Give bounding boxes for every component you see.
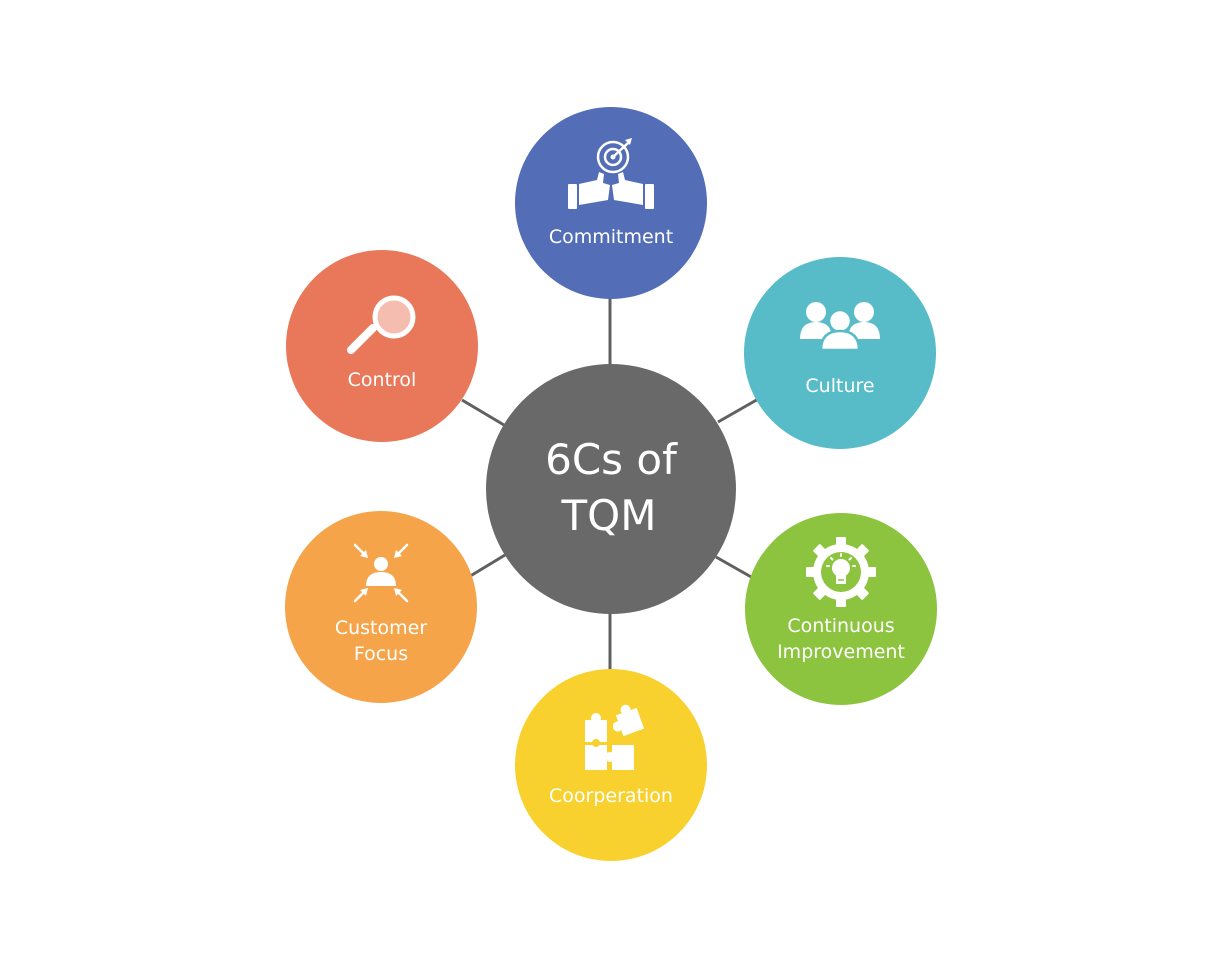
- continuous-improvement-circle: [745, 513, 937, 705]
- connector-culture: [717, 396, 761, 424]
- customer-focus-label-line2: Focus: [354, 643, 408, 665]
- continuous-improvement-label-line2: Improvement: [777, 641, 905, 663]
- node-culture: Culture: [744, 257, 936, 449]
- magnifier-icon: [347, 295, 416, 354]
- puzzle-icon: [585, 704, 645, 770]
- node-customer-focus: Customer Focus: [285, 511, 477, 703]
- cooperation-label: Coorperation: [549, 785, 673, 807]
- culture-label: Culture: [805, 375, 874, 397]
- people-group-icon: [800, 302, 880, 352]
- customer-focus-label-line1: Customer: [335, 617, 427, 639]
- continuous-improvement-label-line1: Continuous: [787, 615, 894, 637]
- node-cooperation: Coorperation: [515, 669, 707, 861]
- customer-focus-circle: [285, 511, 477, 703]
- node-control: Control: [286, 250, 478, 442]
- handshake-target-icon: [568, 138, 654, 209]
- connectors: [461, 298, 761, 670]
- customer-focus-icon: [353, 543, 409, 603]
- control-circle: [286, 250, 478, 442]
- gear-lightbulb-icon: [806, 537, 876, 607]
- center-circle: [486, 364, 736, 614]
- cooperation-circle: [515, 669, 707, 861]
- center-title-line2: TQM: [561, 491, 657, 540]
- node-commitment: Commitment: [515, 107, 707, 299]
- connector-customer-focus: [466, 553, 506, 580]
- commitment-circle: [515, 107, 707, 299]
- control-label: Control: [348, 369, 417, 391]
- center-node: 6Cs of TQM: [486, 364, 736, 614]
- culture-circle: [744, 257, 936, 449]
- center-title-line1: 6Cs of: [545, 435, 678, 484]
- commitment-label: Commitment: [549, 226, 673, 248]
- connector-control: [461, 398, 505, 427]
- node-continuous-improvement: Continuous Improvement: [745, 513, 937, 705]
